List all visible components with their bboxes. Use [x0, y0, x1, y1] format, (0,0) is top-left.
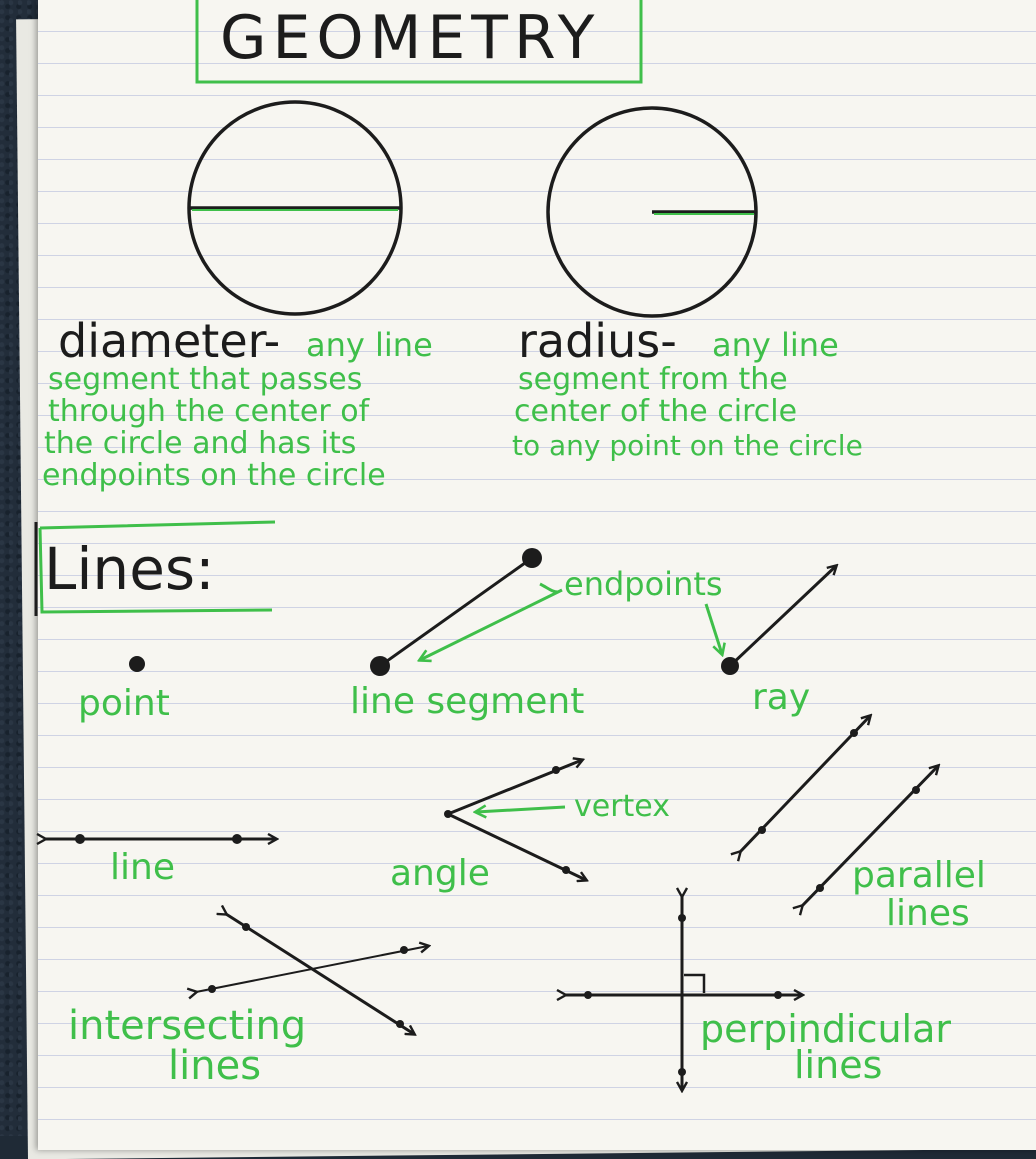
diameter-circle-figure — [187, 100, 403, 316]
perpendicular-lines-figure — [565, 896, 802, 1090]
endpoints-arrow-left — [420, 588, 563, 660]
label-intersecting-2: lines — [168, 1043, 262, 1089]
parallel-lines-figure — [740, 716, 938, 906]
line-figure — [45, 834, 276, 844]
diameter-def-line-3: through the center of — [48, 394, 370, 429]
label-parallel-2: lines — [886, 893, 970, 934]
radius-def-line-3: center of the circle — [514, 394, 798, 429]
page-title: GEOMETRY — [220, 3, 601, 73]
endpoints-arrow-curl — [539, 582, 559, 594]
intersecting-lines-figure — [196, 914, 428, 1034]
lines-heading-box — [38, 520, 276, 614]
diameter-def-line-1: any line — [306, 326, 433, 364]
label-line: line — [110, 847, 175, 888]
radius-def-line-4: to any point on the circle — [512, 429, 863, 462]
label-vertex: vertex — [574, 789, 670, 824]
title-box — [195, 0, 643, 84]
radius-def-line-2: segment from the — [518, 362, 788, 397]
line-segment-figure — [370, 548, 542, 676]
label-line-segment: line segment — [350, 681, 585, 722]
diameter-def-line-2: segment that passes — [48, 362, 363, 397]
label-point: point — [78, 683, 170, 724]
radius-def-line-1: any line — [712, 326, 839, 364]
ray-figure — [721, 566, 836, 675]
radius-term: radius- — [518, 314, 677, 368]
lines-heading: Lines: — [44, 535, 215, 603]
diameter-def-line-4: the circle and has its — [44, 426, 357, 461]
label-perpendicular-2: lines — [794, 1043, 883, 1087]
angle-figure — [444, 760, 586, 880]
label-parallel-1: parallel — [852, 855, 986, 896]
vertex-arrow — [476, 807, 566, 812]
radius-circle-figure — [546, 106, 758, 318]
endpoints-arrow-ray — [704, 603, 722, 654]
diameter-def-line-5: endpoints on the circle — [42, 458, 386, 493]
label-ray: ray — [752, 677, 811, 718]
label-endpoints: endpoints — [564, 565, 723, 603]
point-figure — [129, 656, 145, 672]
diameter-term: diameter- — [58, 314, 281, 368]
label-perpendicular-1: perpindicular — [700, 1007, 952, 1051]
label-intersecting-1: intersecting — [68, 1003, 307, 1049]
label-angle: angle — [390, 853, 490, 894]
